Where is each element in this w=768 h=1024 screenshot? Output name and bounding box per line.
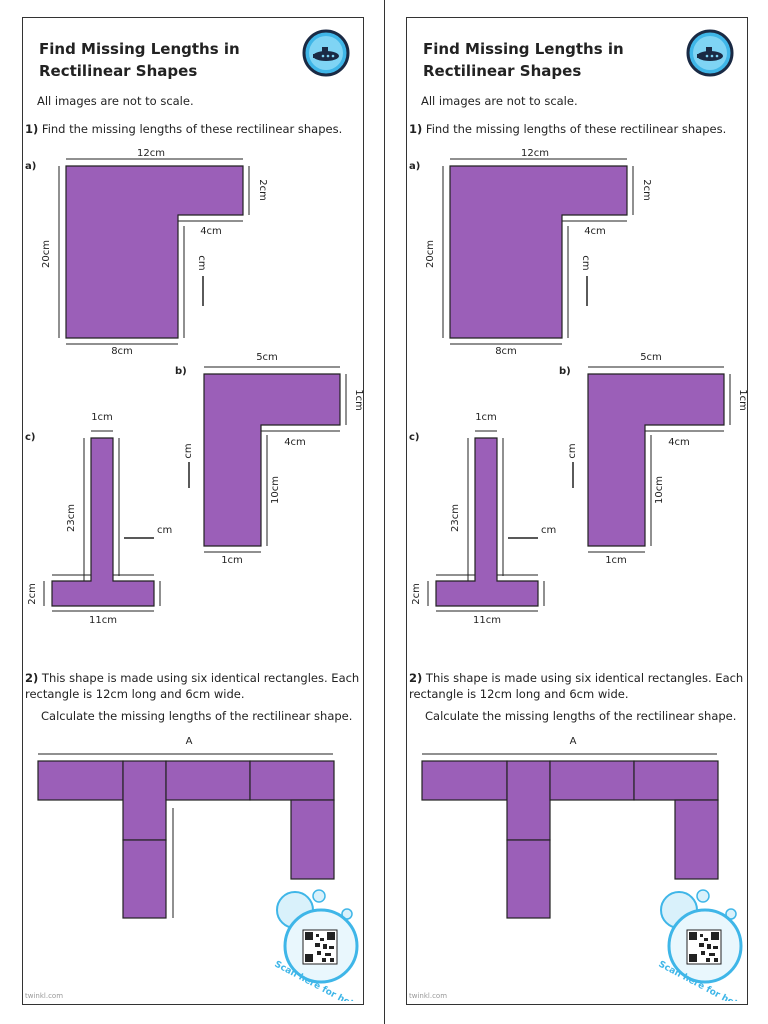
shape-a: [449, 165, 628, 339]
shapes-diagram: a) 12cm 2cm 4cm 20cm 8cm cm b) 5cm 1cm 4…: [25, 148, 363, 626]
shape-b-top: 5cm: [640, 352, 662, 363]
shape-a-top: 12cm: [137, 148, 165, 159]
qr-help-panel[interactable]: Scan here for help!: [653, 886, 747, 1014]
shape-b-top: 5cm: [256, 352, 278, 363]
question-2: 2) This shape is made using six identica…: [409, 670, 744, 702]
shape-a-inner: 4cm: [200, 226, 222, 237]
shape-b-right: 1cm: [353, 389, 363, 411]
footer-brand: twinkl.com: [409, 992, 448, 1000]
scale-note: All images are not to scale.: [37, 94, 194, 108]
rectangle: [122, 839, 167, 919]
scale-note: All images are not to scale.: [421, 94, 578, 108]
shape-a-left: 20cm: [41, 240, 52, 268]
shape-c-bottom: 11cm: [89, 615, 117, 626]
shape-b: [203, 373, 341, 547]
shape-b-label: b): [175, 366, 187, 377]
question-2: 2) This shape is made using six identica…: [25, 670, 360, 702]
rectangle: [249, 760, 335, 801]
question-text: Find the missing lengths of these rectil…: [425, 122, 727, 136]
rectangle: [506, 760, 551, 841]
question-number: 2): [409, 671, 423, 685]
rectangle: [122, 760, 167, 841]
shape-b-label: b): [559, 366, 571, 377]
shape-a-right: 2cm: [257, 179, 268, 201]
shape-b-height: 10cm: [654, 476, 665, 504]
shape-a: [65, 165, 244, 339]
rectangle: [165, 760, 251, 801]
worksheet-card-left: Find Missing Lengths in Rectilinear Shap…: [22, 17, 364, 1014]
question-number: 1): [25, 122, 39, 136]
qr-help-panel[interactable]: Scan here for help!: [269, 886, 363, 1014]
question-text: Find the missing lengths of these rectil…: [41, 122, 343, 136]
shape-c-label: c): [409, 432, 420, 443]
shape-c-label: c): [25, 432, 36, 443]
rectangle: [633, 760, 719, 801]
worksheet-title: Find Missing Lengths in Rectilinear Shap…: [39, 40, 240, 80]
rectangle: [421, 760, 508, 801]
footer-brand: twinkl.com: [25, 992, 64, 1000]
question-1: 1) Find the missing lengths of these rec…: [25, 122, 342, 136]
shape-c: [51, 437, 155, 607]
shape-c-top: 1cm: [91, 412, 113, 423]
submarine-icon: [686, 29, 734, 77]
rectangles-diagram: A: [421, 736, 719, 919]
rectangle: [674, 799, 719, 880]
shape-c-base-height: 2cm: [27, 583, 38, 605]
rectangle: [290, 799, 335, 880]
shape-b-inner: 4cm: [668, 437, 690, 448]
shape-a-label: a): [25, 161, 36, 172]
question-2-task: Calculate the missing lengths of the rec…: [425, 709, 737, 723]
shape-a-missing: cm: [580, 255, 591, 270]
shape-c-stem: 23cm: [66, 504, 77, 532]
shape-a-label: a): [409, 161, 420, 172]
shape-b-bottom: 1cm: [605, 555, 627, 566]
submarine-icon: [302, 29, 350, 77]
length-label: A: [570, 736, 577, 747]
shape-b-height: 10cm: [270, 476, 281, 504]
shape-b-bottom: 1cm: [221, 555, 243, 566]
rectangles-diagram: A: [37, 736, 335, 919]
shape-c-bottom: 11cm: [473, 615, 501, 626]
shape-a-top: 12cm: [521, 148, 549, 159]
question-text: This shape is made using six identical r…: [25, 671, 360, 701]
question-1: 1) Find the missing lengths of these rec…: [409, 122, 726, 136]
shape-c: [435, 437, 539, 607]
question-text: This shape is made using six identical r…: [409, 671, 744, 701]
shape-b-inner: 4cm: [284, 437, 306, 448]
shape-a-bottom: 8cm: [495, 346, 517, 357]
shape-a-right: 2cm: [641, 179, 652, 201]
rectangle: [506, 839, 551, 919]
question-number: 1): [409, 122, 423, 136]
rectangle: [37, 760, 124, 801]
question-number: 2): [25, 671, 39, 685]
qr-code-icon: [302, 929, 338, 965]
worksheet-title: Find Missing Lengths in Rectilinear Shap…: [423, 40, 624, 80]
shape-b-missing: cm: [183, 443, 194, 458]
shape-a-missing: cm: [196, 255, 207, 270]
worksheet-card-right: Find Missing Lengths in Rectilinear Shap…: [406, 17, 748, 1014]
qr-code-icon: [686, 929, 722, 965]
shape-c-missing: cm: [157, 525, 172, 536]
question-2-task: Calculate the missing lengths of the rec…: [41, 709, 353, 723]
shape-b-missing: cm: [567, 443, 578, 458]
rectangle: [549, 760, 635, 801]
cut-line: [384, 0, 385, 1024]
shape-c-stem: 23cm: [450, 504, 461, 532]
shape-a-left: 20cm: [425, 240, 436, 268]
shapes-diagram: a) 12cm 2cm 4cm 20cm 8cm cm b) 5cm 1cm 4…: [409, 148, 747, 626]
shape-c-top: 1cm: [475, 412, 497, 423]
shape-c-missing: cm: [541, 525, 556, 536]
shape-c-base-height: 2cm: [411, 583, 422, 605]
length-label: A: [186, 736, 193, 747]
shape-b: [587, 373, 725, 547]
shape-b-right: 1cm: [737, 389, 747, 411]
shape-a-inner: 4cm: [584, 226, 606, 237]
shape-a-bottom: 8cm: [111, 346, 133, 357]
